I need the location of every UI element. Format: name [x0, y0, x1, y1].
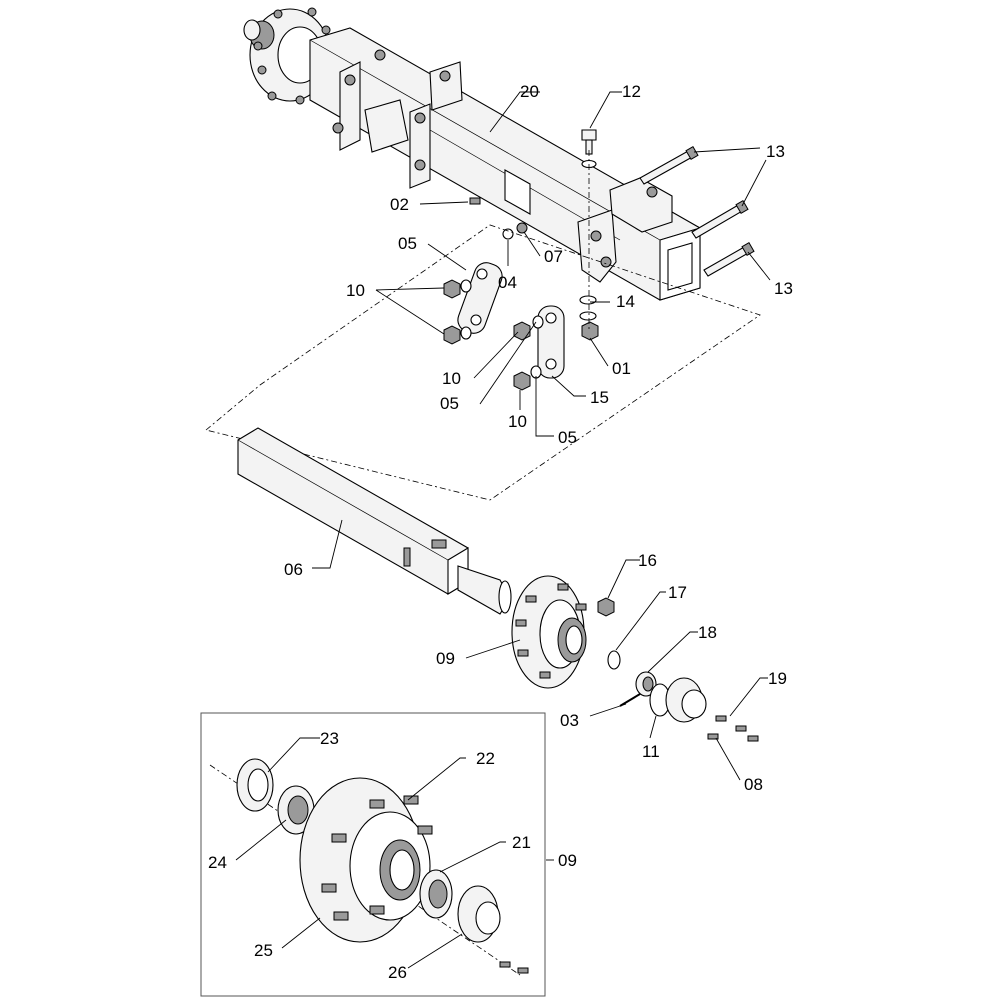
callout-20: 20: [520, 82, 539, 101]
callout-02: 02: [390, 195, 409, 214]
callout-12: 12: [622, 82, 641, 101]
callout-17: 17: [668, 583, 687, 602]
grease-cap-part-19: [665, 677, 707, 723]
spring-bracket-top: [374, 49, 463, 111]
callout-18: 18: [698, 623, 717, 642]
axle-beam-part-20: [309, 27, 701, 301]
callout-24: 24: [208, 853, 227, 872]
callout-08: 08: [744, 775, 763, 794]
assembly-connection-outline: [205, 224, 761, 501]
callout-11: 11: [642, 742, 660, 761]
spring-bracket-right: [577, 177, 673, 283]
split-pin-part-03: [619, 693, 641, 707]
fasteners-02-04-07: [469, 197, 528, 240]
detail-box-hub-09: [200, 712, 546, 997]
axle-tube-part-06: [237, 427, 512, 615]
link-plate-left: [443, 262, 503, 345]
bolt-part-12: [581, 129, 597, 169]
callout-06: 06: [284, 560, 303, 579]
callout-13-upper: 13: [766, 142, 785, 161]
callout-26: 26: [388, 963, 407, 982]
callout-14: 14: [616, 292, 635, 311]
washer-part-17: [607, 650, 621, 670]
callout-23: 23: [320, 729, 339, 748]
callout-05-low: 05: [558, 428, 577, 447]
callout-16: 16: [638, 551, 657, 570]
callout-13-lower: 13: [774, 279, 793, 298]
callout-10-low: 10: [508, 412, 527, 431]
callout-labels: 20 12 13 13 02 05 04 07 10 14 01 10 05 1…: [208, 82, 793, 982]
axle-assembly-top: [243, 7, 755, 391]
long-bolts-part-13: [639, 145, 755, 277]
screws-part-08: [707, 715, 759, 742]
link-plate-part-15: [513, 305, 565, 391]
callout-07: 07: [544, 247, 563, 266]
callout-10-mid: 10: [442, 369, 461, 388]
callout-19: 19: [768, 669, 787, 688]
callout-10-left: 10: [346, 281, 365, 300]
callout-04: 04: [498, 273, 517, 292]
hub-part-09: [511, 575, 587, 689]
callout-21: 21: [512, 833, 531, 852]
callout-03: 03: [560, 711, 579, 730]
callout-15: 15: [590, 388, 609, 407]
callout-09-mid: 09: [436, 649, 455, 668]
leader-lines: [235, 91, 771, 969]
callout-09-detail: 09: [558, 851, 577, 870]
callout-25: 25: [254, 941, 273, 960]
callout-05-mid: 05: [440, 394, 459, 413]
spring-bracket-left: [332, 61, 431, 189]
callout-05-upper: 05: [398, 234, 417, 253]
wheel-nut-part-16: [597, 597, 615, 617]
callout-22: 22: [476, 749, 495, 768]
detail-hub-parts: [209, 758, 529, 976]
castle-nut-part-18: [635, 671, 657, 697]
callout-01: 01: [612, 359, 631, 378]
